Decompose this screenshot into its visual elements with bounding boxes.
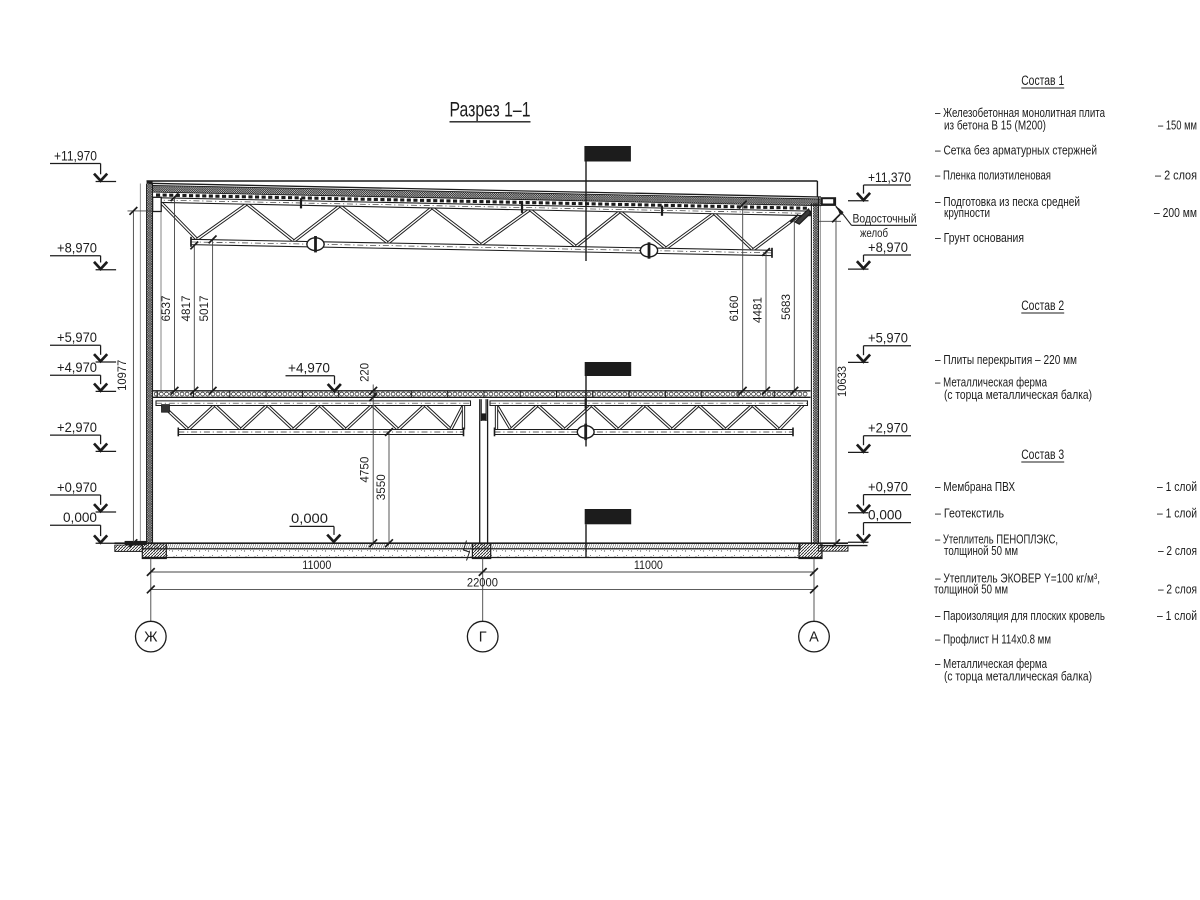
svg-text:+11,370: +11,370 [868,169,911,185]
svg-text:11000: 11000 [302,558,331,572]
svg-text:+0,970: +0,970 [868,478,908,494]
svg-text:+11,970: +11,970 [54,147,97,163]
svg-text:+4,970: +4,970 [57,359,97,375]
svg-text:11000: 11000 [634,558,663,572]
svg-text:+5,970: +5,970 [868,330,908,346]
svg-text:+8,970: +8,970 [57,240,97,256]
svg-text:– Подготовка из песка средней: – Подготовка из песка средней [935,194,1080,209]
svg-text:толщиной 50 мм: толщиной 50 мм [934,582,1008,597]
svg-text:– Железобетонная монолитная п: – Железобетонная монолитная плита [935,105,1106,120]
svg-text:Состав 2: Состав 2 [1021,298,1064,313]
svg-text:– 200 мм: – 200 мм [1154,205,1197,220]
svg-text:5683: 5683 [779,294,793,320]
svg-text:4817: 4817 [179,296,193,322]
svg-text:– 1 слой: – 1 слой [1157,505,1197,520]
svg-text:+5,970: +5,970 [57,329,97,345]
svg-text:Разрез 1–1: Разрез 1–1 [450,98,531,122]
svg-text:– Пароизоляция для плоских кро: – Пароизоляция для плоских кровель [935,608,1105,623]
svg-text:+8,970: +8,970 [868,239,908,255]
svg-text:– Металлическая ферма: – Металлическая ферма [935,375,1048,390]
svg-text:0,000: 0,000 [63,509,97,525]
svg-text:+2,970: +2,970 [868,420,908,436]
svg-text:0,000: 0,000 [291,510,328,526]
svg-text:из бетона В 15 (М200): из бетона В 15 (М200) [944,118,1046,133]
svg-text:+0,970: +0,970 [57,479,97,495]
svg-text:4481: 4481 [751,297,765,323]
svg-text:– 2 слоя: – 2 слоя [1155,168,1197,183]
svg-text:Ж: Ж [144,630,158,646]
svg-text:желоб: желоб [860,226,888,240]
svg-text:крупности: крупности [944,205,990,220]
svg-text:3550: 3550 [374,474,388,500]
svg-text:А: А [809,630,819,646]
svg-text:– Плиты перекрытия – 220 мм: – Плиты перекрытия – 220 мм [935,352,1077,367]
svg-text:Водосточный: Водосточный [853,211,917,225]
svg-text:10977: 10977 [115,360,129,391]
svg-text:– Сетка без арматурных стержне: – Сетка без арматурных стержней [935,143,1097,158]
svg-text:– 1 слой: – 1 слой [1157,479,1197,494]
svg-text:– 2 слоя: – 2 слоя [1158,582,1197,597]
svg-text:– 2 слоя: – 2 слоя [1158,543,1197,558]
svg-text:– Металлическая ферма: – Металлическая ферма [935,656,1048,671]
svg-text:Состав 3: Состав 3 [1021,447,1064,462]
svg-text:6537: 6537 [159,296,173,322]
svg-text:– Профлист Н 114х0.8 мм: – Профлист Н 114х0.8 мм [935,632,1051,647]
svg-text:– Утеплитель ЭКОВЕР Y=100 кг/м: – Утеплитель ЭКОВЕР Y=100 кг/м³, [935,570,1100,585]
svg-text:– Пленка полиэтиленовая: – Пленка полиэтиленовая [935,168,1051,183]
svg-text:– Мембрана ПВХ: – Мембрана ПВХ [935,479,1015,494]
svg-text:4750: 4750 [358,456,372,482]
svg-text:– Утеплитель ПЕНОПЛЭКС,: – Утеплитель ПЕНОПЛЭКС, [935,532,1058,547]
svg-text:+2,970: +2,970 [57,419,97,435]
svg-text:Г: Г [479,630,487,646]
svg-text:5017: 5017 [197,296,211,322]
svg-text:(с торца металлическая балка): (с торца металлическая балка) [944,669,1092,684]
svg-text:220: 220 [358,362,372,381]
svg-text:– 1 слой: – 1 слой [1157,608,1197,623]
svg-text:10633: 10633 [835,366,849,397]
svg-text:(с торца металлическая балка): (с торца металлическая балка) [944,387,1092,402]
svg-text:Состав 1: Состав 1 [1021,73,1064,88]
svg-text:+4,970: +4,970 [288,360,330,376]
svg-text:– 150 мм: – 150 мм [1158,118,1197,133]
svg-text:22000: 22000 [467,575,498,589]
svg-text:– Грунт основания: – Грунт основания [935,230,1024,245]
svg-text:толщиной 50 мм: толщиной 50 мм [944,543,1018,558]
svg-text:6160: 6160 [727,295,741,321]
svg-text:0,000: 0,000 [868,506,902,522]
svg-text:– Геотекстиль: – Геотекстиль [935,505,1004,520]
